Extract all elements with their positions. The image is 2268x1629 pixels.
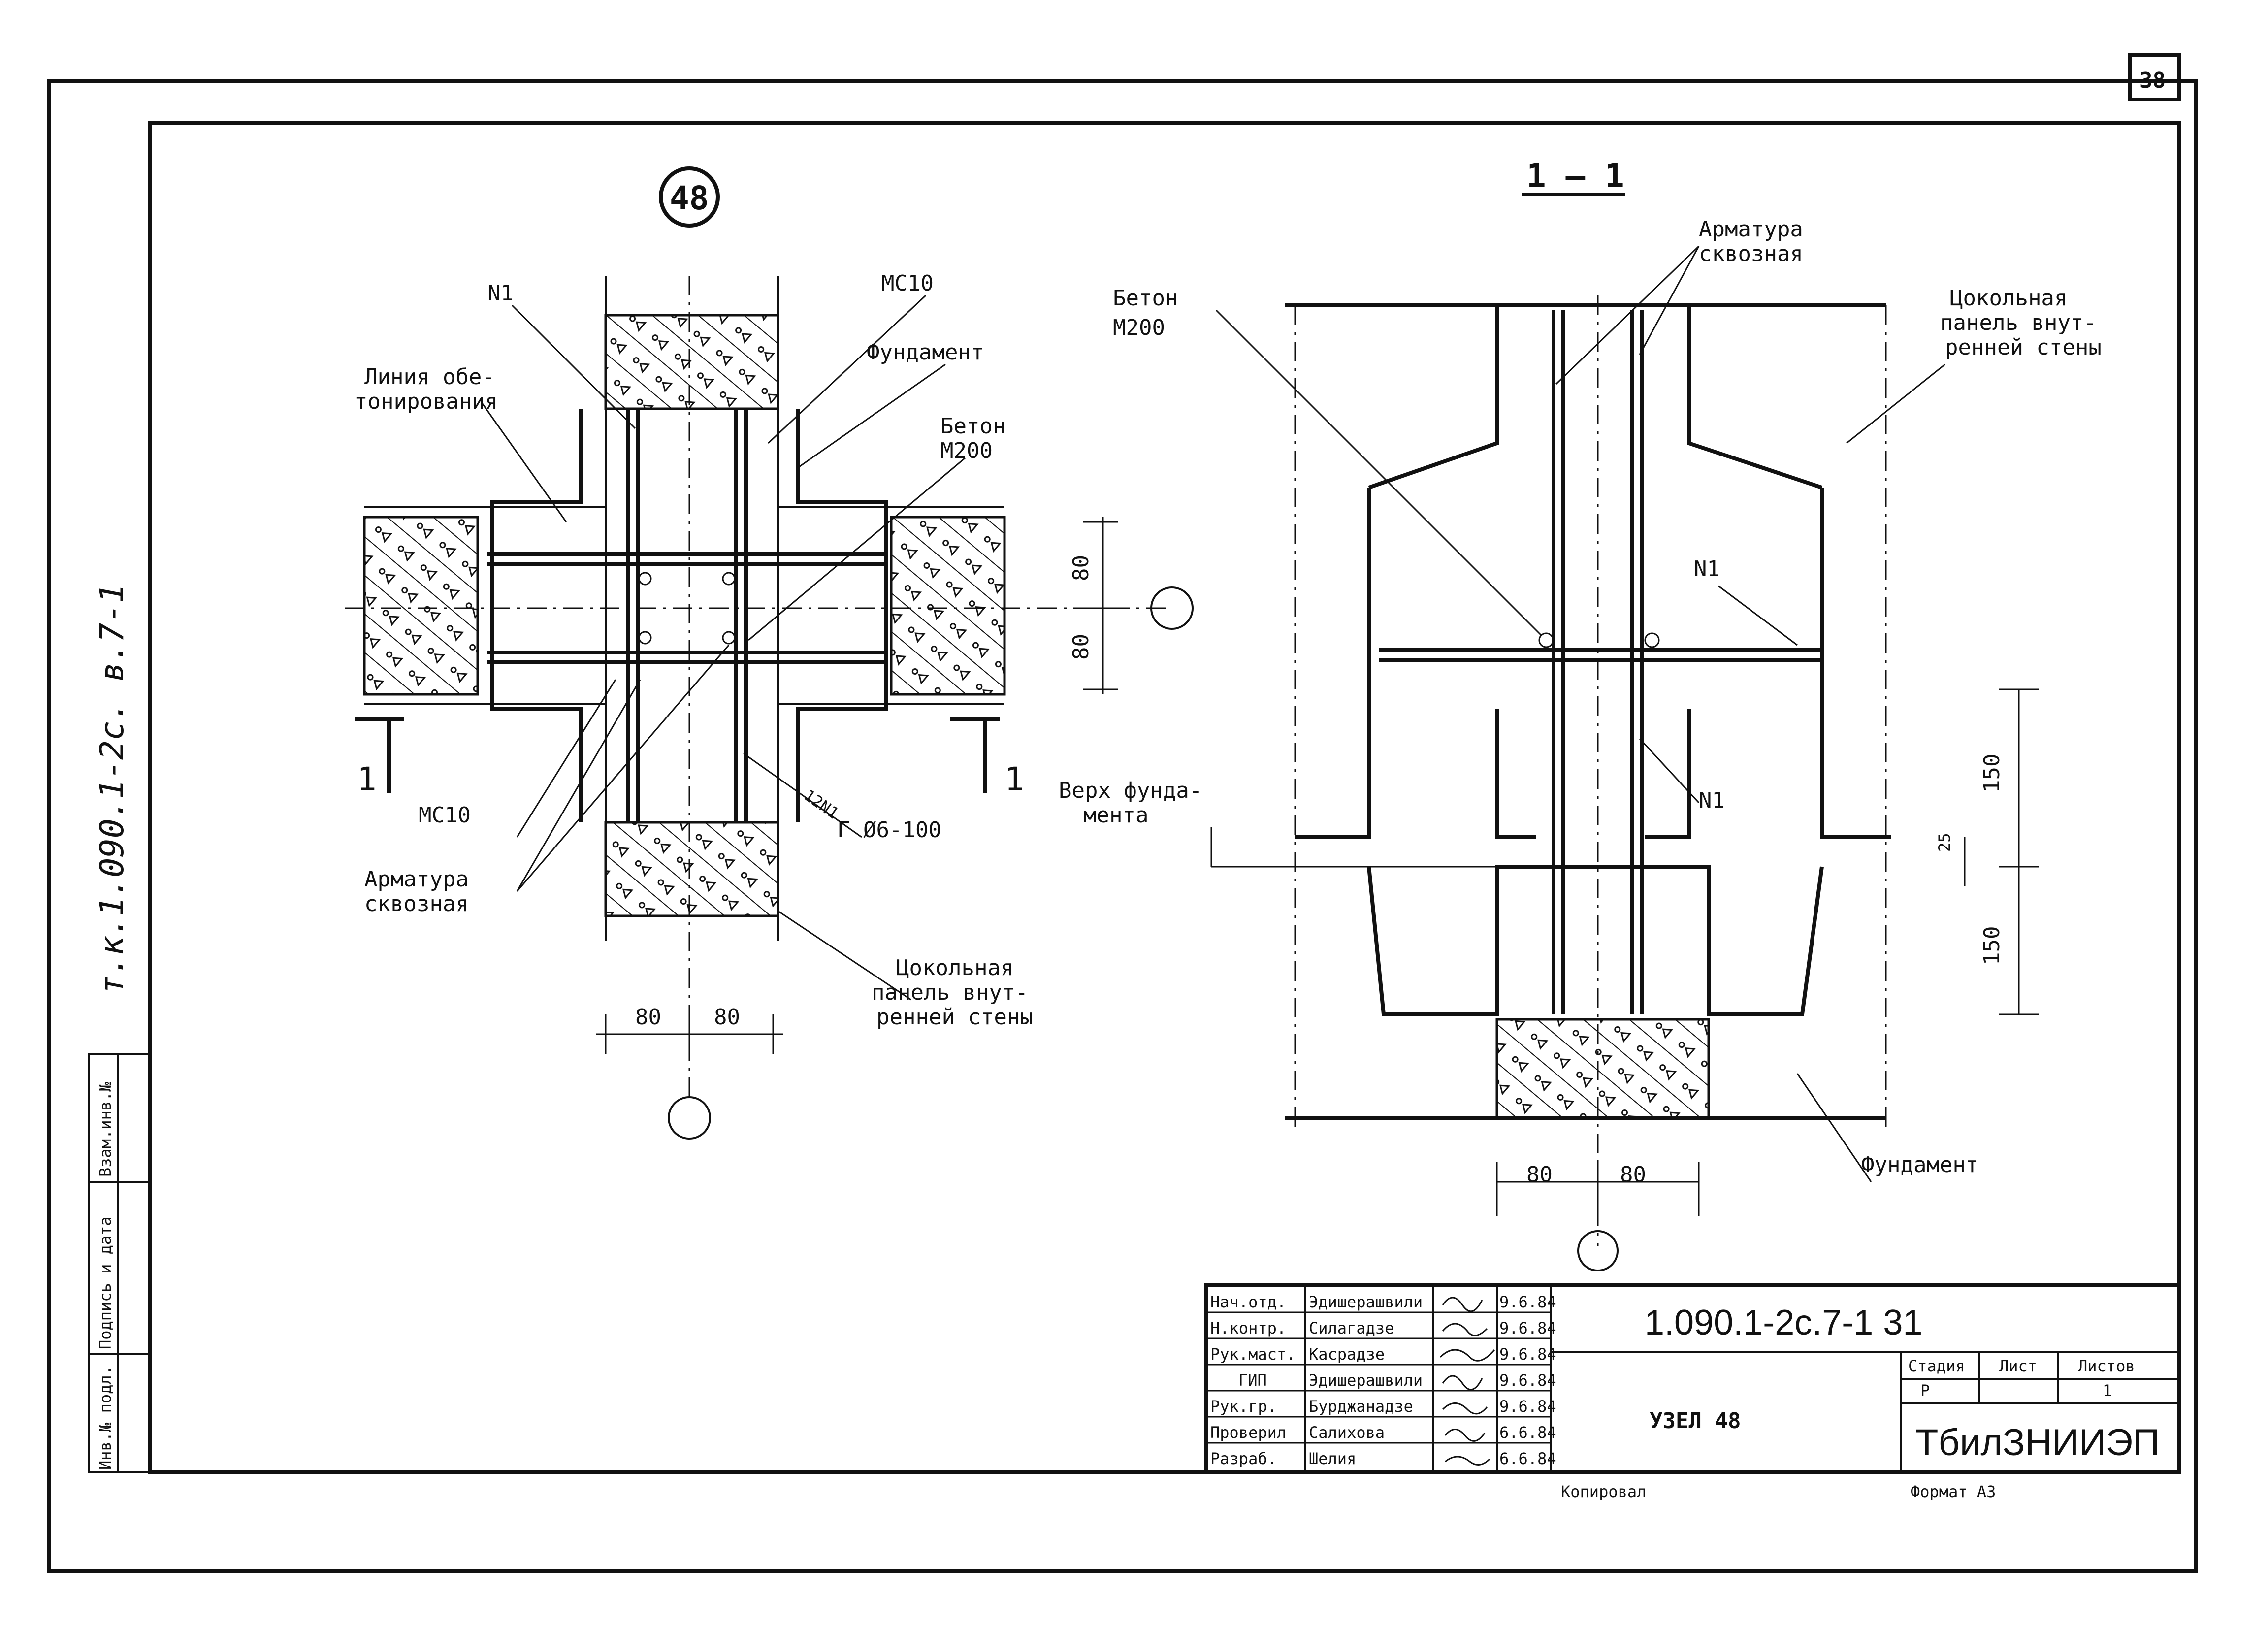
section-mark-right: 1 xyxy=(1004,760,1024,798)
tb-stage-header: Стадия xyxy=(1908,1357,1965,1375)
tb-role-6: Разраб. xyxy=(1210,1449,1277,1468)
section-title: 1 — 1 xyxy=(1526,157,1624,195)
tb-stage: Р xyxy=(1920,1381,1930,1400)
tb-date-2: 9.6.84 xyxy=(1499,1345,1556,1364)
tb-role-4: Рук.гр. xyxy=(1210,1397,1277,1416)
tb-role-1: Н.контр. xyxy=(1210,1319,1286,1337)
tb-date-4: 9.6.84 xyxy=(1499,1397,1556,1416)
section-dim-h2: 80 xyxy=(1620,1162,1646,1187)
section-rebar-1: Арматура xyxy=(1699,217,1803,242)
plan-panel-1: Цокольная xyxy=(896,955,1013,980)
section-dim-150b: 150 xyxy=(1979,926,2005,965)
plan-dim-v2: 80 xyxy=(1069,634,1094,660)
tb-date-1: 9.6.84 xyxy=(1499,1319,1556,1337)
tb-name-0: Эдишерашвили xyxy=(1309,1293,1423,1311)
side-table-replace: Взам.инв.№ xyxy=(96,1082,115,1177)
section-panel-2: панель внут- xyxy=(1940,310,2097,335)
tb-sheet-header: Лист xyxy=(1999,1357,2037,1375)
section-n1-top: N1 xyxy=(1694,556,1720,582)
plan-rebar-2: сквозная xyxy=(364,891,469,916)
tb-org: ТбилЗНИИЭП xyxy=(1915,1422,2160,1464)
tb-name-3: Эдишерашвили xyxy=(1309,1371,1423,1390)
tb-date-0: 9.6.84 xyxy=(1499,1293,1556,1311)
node-number: 48 xyxy=(670,179,709,217)
section-dim-25: 25 xyxy=(1935,833,1954,852)
plan-dim-v1: 80 xyxy=(1069,555,1094,581)
title-block: Нач.отд. Н.контр. Рук.маст. ГИП Рук.гр. … xyxy=(1204,1283,2181,1501)
plan-view: 48 xyxy=(345,166,1194,1140)
section-concrete-1: Бетон xyxy=(1113,286,1178,311)
tb-name-5: Салихова xyxy=(1309,1423,1385,1442)
tb-name-1: Силагадзе xyxy=(1309,1319,1394,1337)
tb-role-0: Нач.отд. xyxy=(1210,1293,1286,1311)
tb-copied: Копировал xyxy=(1561,1482,1646,1501)
tb-node-title: УЗЕЛ 48 xyxy=(1650,1408,1741,1434)
side-table: Инв.№ подл. Подпись и дата Взам.инв.№ xyxy=(88,1053,151,1473)
section-view: 1 — 1 80 80 150 25 150 xyxy=(1059,157,2102,1271)
section-rebar-2: сквозная xyxy=(1699,241,1803,266)
section-dim-150a: 150 xyxy=(1979,754,2005,793)
page-number: 38 xyxy=(2139,68,2166,93)
plan-panel-3: ренней стены xyxy=(876,1005,1033,1030)
tb-role-2: Рук.маст. xyxy=(1210,1345,1296,1364)
tb-role-3: ГИП xyxy=(1238,1371,1267,1390)
side-table-sign: Подпись и дата xyxy=(96,1216,115,1349)
plan-line-concrete-2: тонирования xyxy=(355,389,498,414)
section-panel-3: ренней стены xyxy=(1945,335,2102,360)
tb-role-5: Проверил xyxy=(1210,1423,1286,1442)
tb-name-4: Бурджанадзе xyxy=(1309,1397,1413,1416)
tb-doc-code: 1.090.1-2с.7-1 31 xyxy=(1645,1303,1922,1342)
side-code: т.к.1.090.1-2с. в.7-1 xyxy=(93,584,131,995)
plan-concrete-2: М200 xyxy=(940,438,993,463)
plan-foundation: Фундамент xyxy=(867,340,984,365)
section-n1-mid: N1 xyxy=(1699,788,1725,813)
section-dim-h1: 80 xyxy=(1526,1162,1553,1187)
plan-dim-h2: 80 xyxy=(714,1005,740,1030)
plan-msio-bottom: МС10 xyxy=(419,803,471,828)
plan-concrete-1: Бетон xyxy=(940,414,1005,439)
tb-date-6: 6.6.84 xyxy=(1499,1449,1556,1468)
plan-n1-label: N1 xyxy=(487,281,514,306)
tb-name-6: Шелия xyxy=(1309,1449,1356,1468)
plan-rebar-1: Арматура xyxy=(364,867,469,892)
side-table-inv: Инв.№ подл. xyxy=(96,1366,115,1470)
tb-name-2: Касрадзе xyxy=(1309,1345,1385,1364)
plan-panel-2: панель внут- xyxy=(872,980,1028,1005)
tb-format: Формат А3 xyxy=(1911,1482,1996,1501)
section-concrete-2: М200 xyxy=(1113,315,1165,340)
signature-marks xyxy=(1439,1297,1495,1466)
section-mark-left: 1 xyxy=(357,760,377,798)
plan-dim-h1: 80 xyxy=(635,1005,661,1030)
section-top-found-1: Верх фунда- xyxy=(1059,778,1202,803)
section-panel-1: Цокольная xyxy=(1950,286,2067,311)
section-foundation: Фундамент xyxy=(1861,1152,1978,1177)
tb-sheets-header: Листов xyxy=(2078,1357,2135,1375)
section-top-found-2: мента xyxy=(1083,803,1148,828)
tb-date-3: 9.6.84 xyxy=(1499,1371,1556,1390)
tb-sheets-total: 1 xyxy=(2103,1381,2112,1400)
plan-line-concrete-1: Линия обе- xyxy=(364,364,495,390)
plan-bar-spec-2: Г Ø6-100 xyxy=(837,817,941,843)
sheet-frame: 38 xyxy=(47,53,2198,1573)
plan-msio-top: МС10 xyxy=(881,271,934,296)
plan-bar-spec-1: 12N1 xyxy=(800,785,842,822)
tb-date-5: 6.6.84 xyxy=(1499,1423,1556,1442)
